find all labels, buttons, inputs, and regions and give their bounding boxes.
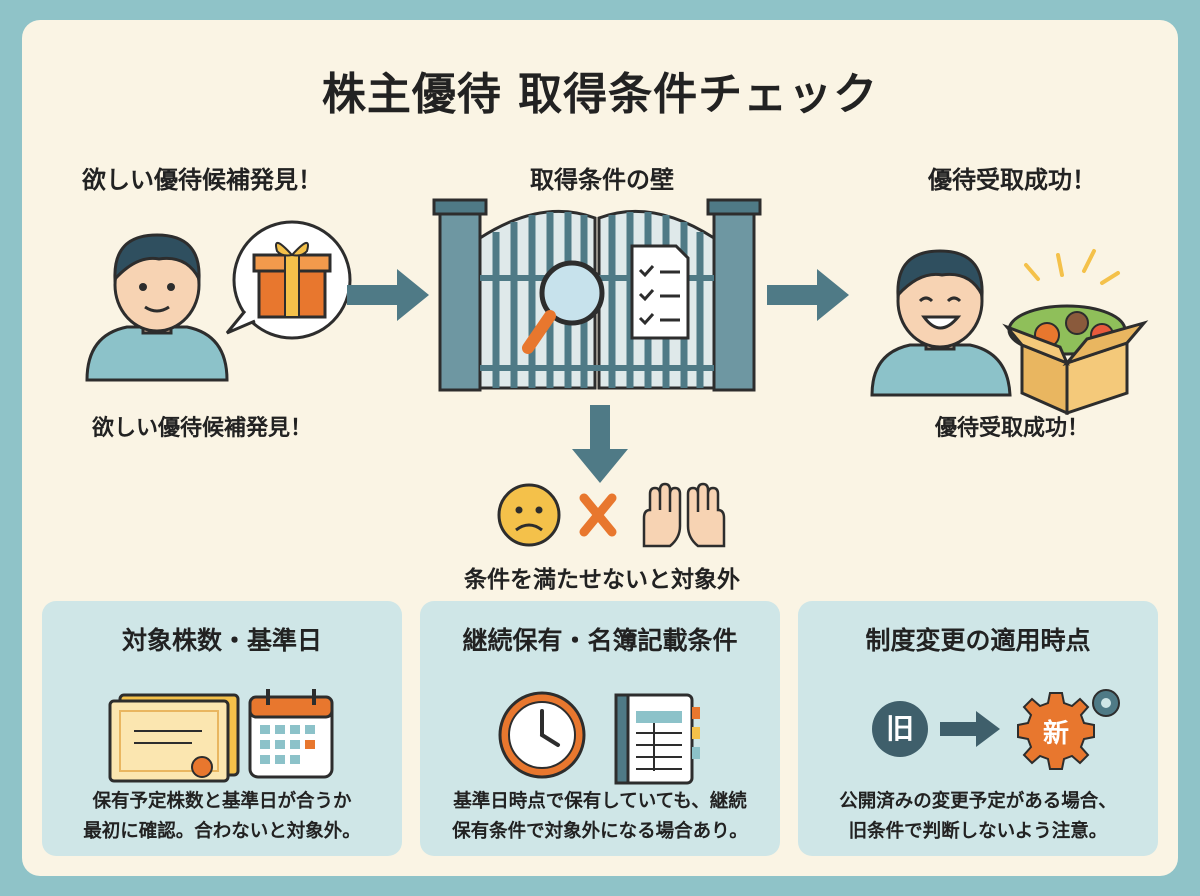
card-body-line: 保有予定株数と基準日が合うか xyxy=(92,791,352,812)
fail-caption: 条件を満たせないと対象外 xyxy=(464,567,740,593)
arrow-right-icon xyxy=(767,269,849,321)
card-rule-change: 制度変更の適用時点 旧 新 公開済みの変更予定がある場合、 旧条件で判断しない xyxy=(798,601,1158,856)
old-rule-label: 旧 xyxy=(885,712,914,745)
certificate-icon xyxy=(108,693,240,783)
old-rule-icon: 旧 xyxy=(872,701,928,757)
card-body: 公開済みの変更予定がある場合、 旧条件で判断しないよう注意。 xyxy=(812,787,1144,847)
right-caption: 優待受取成功！ xyxy=(934,416,1089,441)
arrow-right-icon xyxy=(940,711,1000,747)
gate-icon xyxy=(432,198,762,392)
ledger-icon xyxy=(614,693,700,785)
card-body: 基準日時点で保有していても、継続 保有条件で対象外になる場合あり。 xyxy=(434,787,766,847)
card-body-line: 最初に確認。合わないと対象外。 xyxy=(83,821,361,842)
card-icons: 旧 新 xyxy=(798,679,1158,789)
happy-person-icon xyxy=(870,249,1149,415)
card-icons xyxy=(498,691,700,785)
left-heading: 欲しい優待候補発見！ xyxy=(82,166,322,194)
card-title: 制度変更の適用時点 xyxy=(865,626,1091,655)
sad-face-icon xyxy=(497,483,561,547)
cross-icon xyxy=(579,493,617,537)
card-title: 対象株数・基準日 xyxy=(121,626,322,655)
fail-icons xyxy=(497,482,726,548)
card-body-line: 公開済みの変更予定がある場合、 xyxy=(839,791,1117,812)
card-title: 継続保有・名簿記載条件 xyxy=(462,626,738,655)
center-heading: 取得条件の壁 xyxy=(530,166,674,194)
page-title: 株主優待 取得条件チェック xyxy=(321,69,879,120)
arrow-down-icon xyxy=(572,405,628,483)
card-body-line: 基準日時点で保有していても、継続 xyxy=(453,791,747,812)
clock-icon xyxy=(498,691,586,779)
left-caption: 欲しい優待候補発見！ xyxy=(91,416,312,441)
gear-icon xyxy=(1017,689,1120,770)
new-rule-label: 新 xyxy=(1042,719,1069,749)
card-body-line: 保有条件で対象外になる場合あり。 xyxy=(452,821,748,842)
main-panel: 株主優待 取得条件チェック 欲しい優待候補発見！ 取得条件の壁 優待受取成功！ xyxy=(22,20,1178,876)
card-icons xyxy=(108,689,334,783)
person-wanting-gift-icon xyxy=(85,220,352,382)
card-body-line: 旧条件で判断しないよう注意。 xyxy=(848,821,1108,842)
card-body: 保有予定株数と基準日が合うか 最初に確認。合わないと対象外。 xyxy=(56,787,388,847)
card-continuous-holding: 継続保有・名簿記載条件 xyxy=(420,601,780,856)
checklist-icon xyxy=(630,244,690,340)
vegetable-box-icon xyxy=(1002,249,1149,415)
calendar-icon xyxy=(248,689,334,779)
magnifier-icon xyxy=(522,260,605,354)
arrow-right-icon xyxy=(347,269,429,321)
right-heading: 優待受取成功！ xyxy=(928,166,1096,194)
card-target-shares: 対象株数・基準日 保 xyxy=(42,601,402,856)
open-hands-icon xyxy=(642,482,726,548)
